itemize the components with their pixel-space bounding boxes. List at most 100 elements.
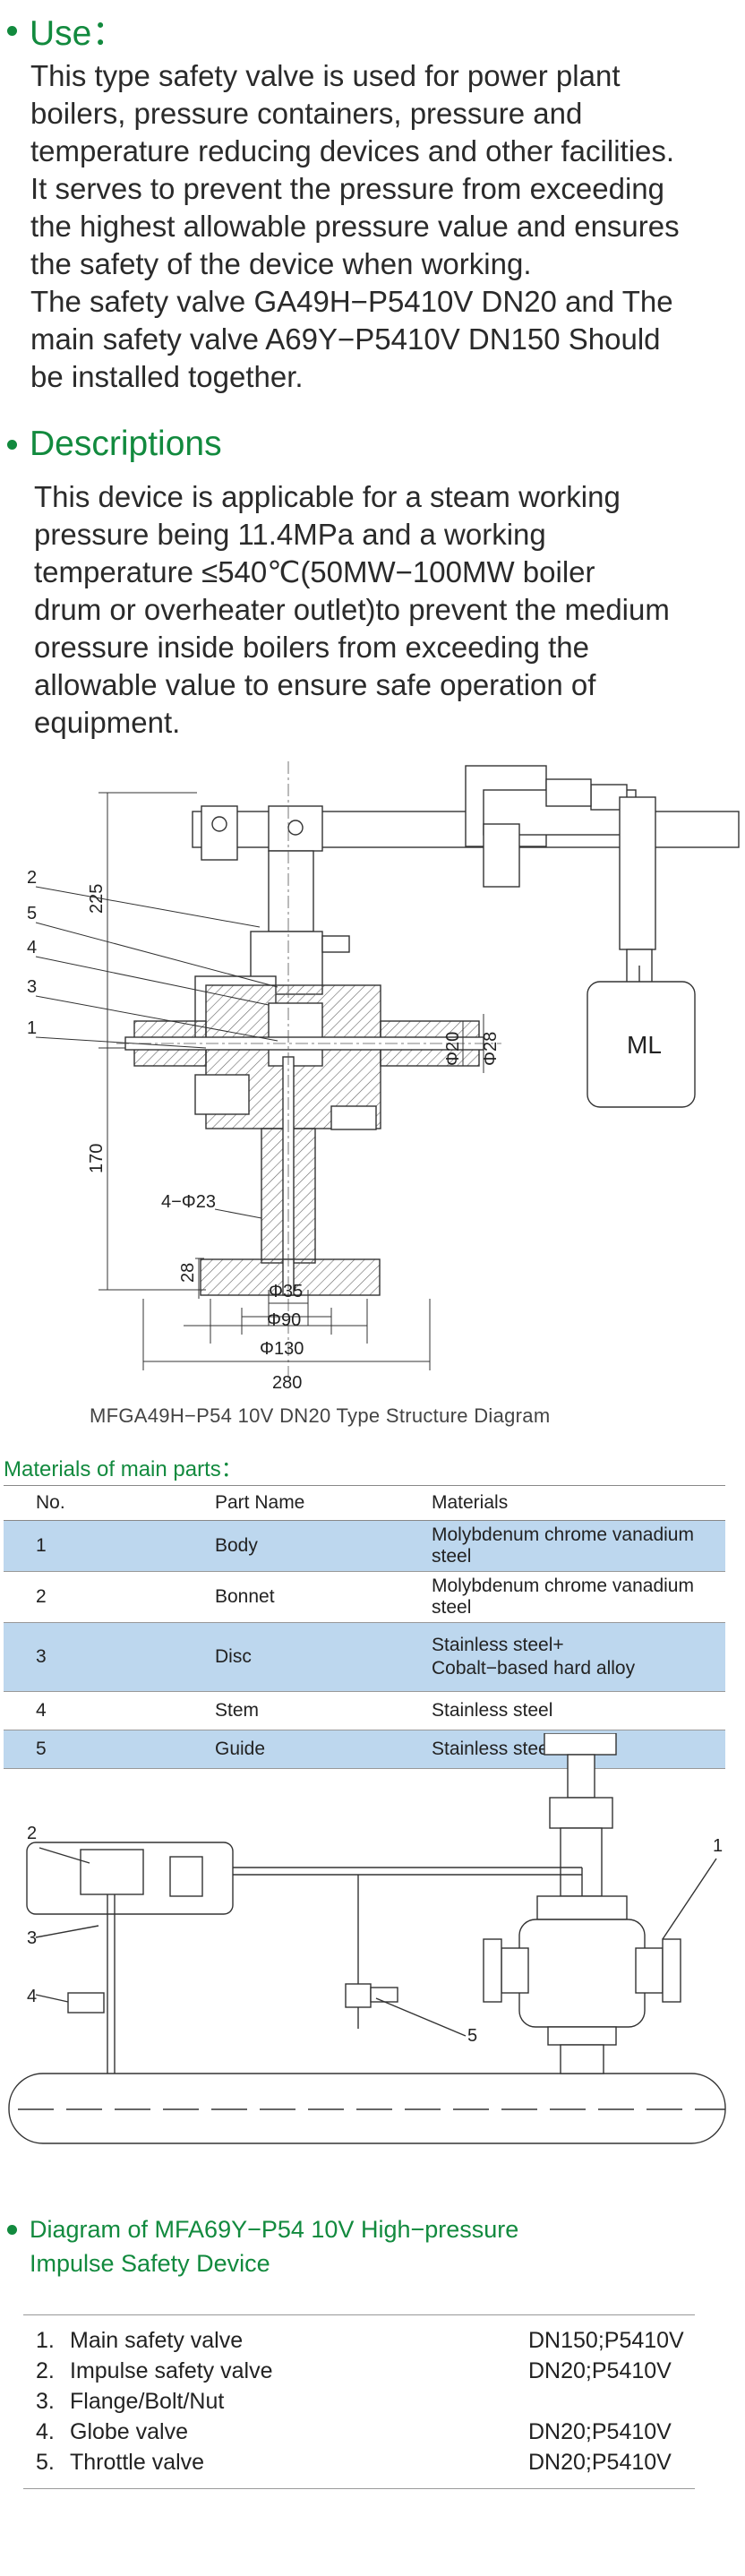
dimension-label: Φ28 xyxy=(481,1032,501,1066)
list-bottom-divider xyxy=(23,2488,695,2489)
use-line: temperature reducing devices and other f… xyxy=(30,134,675,167)
row-no: 4 xyxy=(4,1691,215,1730)
use-line: main safety valve A69Y−P5410V DN150 Shou… xyxy=(30,322,661,356)
row-no: 5 xyxy=(4,1730,215,1769)
list-item: 5. Throttle valve DN20;P5410V xyxy=(36,2447,698,2477)
descriptions-line: pressure being 11.4MPa and a working xyxy=(34,518,546,551)
use-paragraph: This type safety valve is used for power… xyxy=(30,57,732,396)
use-line: the highest allowable pressure value and… xyxy=(30,210,680,243)
descriptions-heading-text: Descriptions xyxy=(30,425,222,463)
row-no: 2 xyxy=(4,1571,215,1623)
callout-label: 5 xyxy=(27,904,37,923)
row-part: Stem xyxy=(215,1691,432,1730)
list-item: 2. Impulse safety valve DN20;P5410V xyxy=(36,2356,698,2386)
list-item: 1. Main safety valve DN150;P5410V xyxy=(36,2325,698,2356)
bullet-dot-icon xyxy=(7,439,17,450)
header-part: Part Name xyxy=(215,1485,432,1521)
callout-label: 5 xyxy=(467,2026,477,2046)
table-row: 3 Disc Stainless steel+ Cobalt−based har… xyxy=(4,1622,725,1692)
dimension-label: 28 xyxy=(178,1263,198,1283)
row-part: Disc xyxy=(215,1622,432,1692)
item-number: 5. xyxy=(36,2449,55,2475)
row-no: 1 xyxy=(4,1520,215,1572)
diagram1-caption: MFGA49H−P54 10V DN20 Type Structure Diag… xyxy=(90,1404,551,1427)
callout-label: 4 xyxy=(27,1987,37,2006)
table-row: 4 Stem Stainless steel xyxy=(4,1691,725,1730)
descriptions-line: equipment. xyxy=(34,706,181,739)
item-name: Flange/Bolt/Nut xyxy=(70,2388,225,2414)
impulse-device-diagram: 2 3 4 5 1 xyxy=(8,1733,726,2144)
diagram2-title-line1: Diagram of MFA69Y−P54 10V High−pressure xyxy=(30,2216,519,2243)
callout-label: 3 xyxy=(27,1928,37,1948)
materials-table: No. Part Name Materials 1 Body Molybdenu… xyxy=(4,1485,725,1769)
dimension-label: 4−Φ23 xyxy=(161,1192,216,1212)
use-line: boilers, pressure containers, pressure a… xyxy=(30,97,583,130)
diagram2-title-line2: Impulse Safety Device xyxy=(30,2250,270,2277)
row-material-line2: Cobalt−based hard alloy xyxy=(432,1658,636,1679)
item-spec: DN20;P5410V xyxy=(528,2449,672,2475)
row-material-cell: Stainless steel+ Cobalt−based hard alloy xyxy=(432,1622,725,1692)
callout-label: 1 xyxy=(27,1018,37,1038)
item-spec: DN20;P5410V xyxy=(528,2418,672,2444)
parts-list: 1. Main safety valve DN150;P5410V 2. Imp… xyxy=(36,2325,698,2477)
bullet-dot-icon xyxy=(7,2225,17,2235)
use-line: This type safety valve is used for power… xyxy=(30,59,621,92)
use-heading-text: Use： xyxy=(30,14,127,53)
row-part: Body xyxy=(215,1520,432,1572)
structure-diagram: 2 5 4 3 1 225 170 28 Φ20 Φ28 4−Φ23 Φ35 Φ… xyxy=(27,761,740,1393)
diagram2-title: Diagram of MFA69Y−P54 10V High−pressure … xyxy=(0,2212,518,2280)
callout-label: 2 xyxy=(27,868,37,888)
row-material: Molybdenum chrome vanadium steel xyxy=(432,1520,725,1572)
row-material: Stainless steel+ xyxy=(432,1635,564,1655)
table-row: 5 Guide Stainless steel xyxy=(4,1730,725,1769)
descriptions-heading: Descriptions xyxy=(7,425,222,464)
item-spec: DN20;P5410V xyxy=(528,2357,672,2383)
item-number: 2. xyxy=(36,2357,55,2383)
list-item: 4. Globe valve DN20;P5410V xyxy=(36,2417,698,2447)
item-number: 4. xyxy=(36,2418,55,2444)
header-no: No. xyxy=(4,1485,215,1521)
use-heading: Use： xyxy=(7,5,126,56)
item-name: Throttle valve xyxy=(70,2449,205,2475)
table-row: 1 Body Molybdenum chrome vanadium steel xyxy=(4,1520,725,1572)
dimension-label: Φ20 xyxy=(443,1032,463,1066)
callout-label: 2 xyxy=(27,1824,37,1843)
materials-title: Materials of main parts： xyxy=(4,1457,243,1481)
dimension-label: 225 xyxy=(87,884,107,914)
table-header-row: No. Part Name Materials xyxy=(4,1485,725,1521)
descriptions-line: allowable value to ensure safe operation… xyxy=(34,668,596,701)
row-material: Molybdenum chrome vanadium steel xyxy=(432,1571,725,1623)
use-line: the safety of the device when working. xyxy=(30,247,532,280)
row-material: Stainless steel xyxy=(432,1691,725,1730)
use-line: It serves to prevent the pressure from e… xyxy=(30,172,665,205)
descriptions-line: temperature ≤540℃(50MW−100MW boiler xyxy=(34,555,595,588)
list-item: 3. Flange/Bolt/Nut xyxy=(36,2386,698,2417)
use-line: The safety valve GA49H−P5410V DN20 and T… xyxy=(30,285,673,318)
bullet-dot-icon xyxy=(7,25,17,36)
callout-label: 4 xyxy=(27,938,37,957)
descriptions-line: This device is applicable for a steam wo… xyxy=(34,480,621,513)
item-name: Main safety valve xyxy=(70,2327,244,2353)
dimension-label: Φ90 xyxy=(267,1310,301,1330)
descriptions-line: drum or overheater outlet)to prevent the… xyxy=(34,593,670,626)
row-part: Guide xyxy=(215,1730,432,1769)
item-spec: DN150;P5410V xyxy=(528,2327,684,2353)
dimension-label: 170 xyxy=(87,1144,107,1173)
item-number: 3. xyxy=(36,2388,55,2414)
header-materials: Materials xyxy=(432,1485,725,1521)
dimension-label: 280 xyxy=(272,1373,302,1393)
item-name: Globe valve xyxy=(70,2418,189,2444)
callout-label: 1 xyxy=(713,1836,723,1856)
table-row: 2 Bonnet Molybdenum chrome vanadium stee… xyxy=(4,1571,725,1623)
list-top-divider xyxy=(23,2314,695,2315)
dimension-label: Φ35 xyxy=(269,1282,303,1301)
descriptions-paragraph: This device is applicable for a steam wo… xyxy=(34,478,732,742)
descriptions-line: oressure inside boilers from exceeding t… xyxy=(34,631,589,664)
row-part: Bonnet xyxy=(215,1571,432,1623)
dimension-label: Φ130 xyxy=(260,1339,304,1359)
item-name: Impulse safety valve xyxy=(70,2357,273,2383)
weight-label: ML xyxy=(627,1031,662,1059)
item-number: 1. xyxy=(36,2327,55,2353)
callout-label: 3 xyxy=(27,977,37,997)
row-no: 3 xyxy=(4,1622,215,1692)
